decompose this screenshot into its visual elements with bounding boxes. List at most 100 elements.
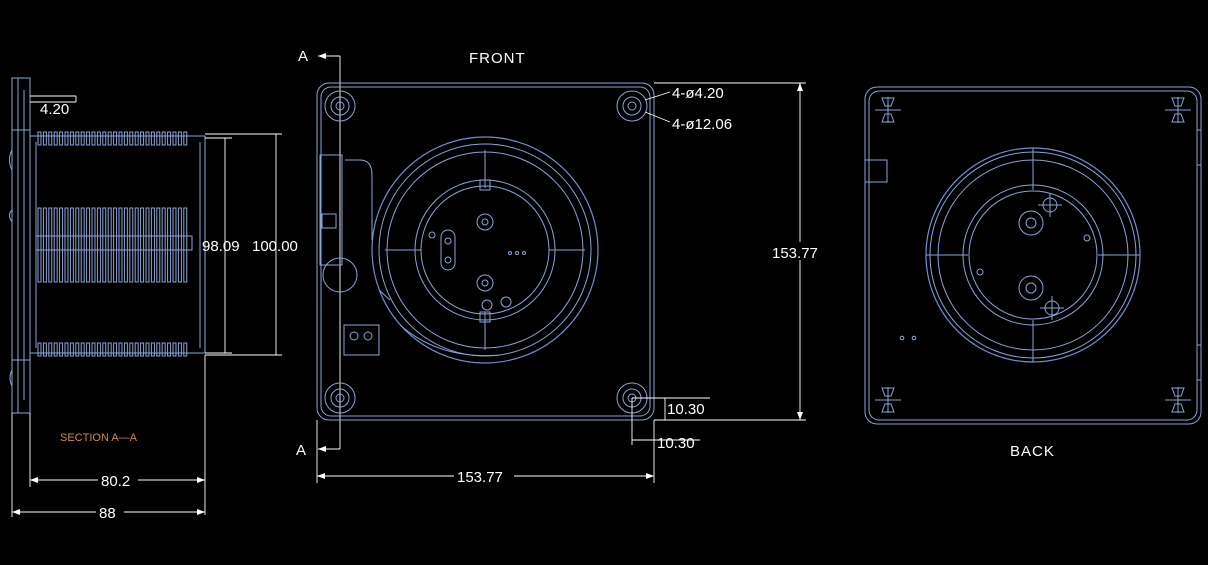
- section-fin: [69, 131, 74, 146]
- section-fin: [59, 207, 64, 283]
- section-fin: [59, 131, 64, 146]
- section-fin: [96, 207, 101, 283]
- section-fin: [107, 131, 112, 146]
- section-fin: [150, 342, 155, 357]
- dim-flange-thickness: 4.20: [40, 101, 69, 118]
- back-fan-ring: [899, 147, 1141, 363]
- section-fin: [53, 207, 58, 283]
- section-fin: [118, 342, 123, 357]
- dim-total-length: 88: [99, 505, 116, 522]
- section-fin: [91, 342, 96, 357]
- section-fin: [86, 342, 91, 357]
- section-fin: [123, 342, 128, 357]
- section-fin: [156, 207, 161, 283]
- dim-section-length: 80.2: [101, 473, 130, 490]
- dim-inner-diameter: 98.09: [202, 238, 240, 255]
- section-fin: [75, 342, 80, 357]
- section-fin: [129, 131, 134, 146]
- section-fin: [53, 342, 58, 357]
- section-fin: [64, 342, 69, 357]
- section-fin: [42, 207, 47, 283]
- section-fin: [91, 207, 96, 283]
- section-fin: [129, 207, 134, 283]
- front-title: FRONT: [469, 50, 526, 67]
- section-marker-top: A: [298, 48, 308, 65]
- section-fin: [48, 131, 53, 146]
- section-fin: [140, 131, 145, 146]
- section-label: SECTION A—A: [60, 432, 138, 444]
- section-fin: [107, 342, 112, 357]
- section-fin: [64, 131, 69, 146]
- section-fin: [140, 342, 145, 357]
- section-fin: [177, 342, 182, 357]
- back-plate: [864, 86, 1202, 425]
- section-fin: [167, 342, 172, 357]
- front-plate: [316, 82, 655, 421]
- section-fin: [177, 131, 182, 146]
- section-fins-top: [37, 131, 188, 146]
- section-fin: [118, 131, 123, 146]
- section-fin: [86, 131, 91, 146]
- section-fin: [183, 342, 188, 357]
- section-fin: [91, 131, 96, 146]
- section-fin: [37, 131, 42, 146]
- section-flange: [11, 77, 31, 414]
- section-fins-bottom: [37, 342, 188, 357]
- section-fin: [53, 131, 58, 146]
- back-view: BACK: [864, 86, 1202, 460]
- section-fin: [96, 131, 101, 146]
- section-fin: [129, 342, 134, 357]
- front-fan-ring: [345, 136, 599, 364]
- section-fin: [113, 131, 118, 146]
- section-fin: [167, 207, 172, 283]
- section-fin: [48, 342, 53, 357]
- section-fin: [69, 342, 74, 357]
- section-fin: [145, 342, 150, 357]
- section-fin: [59, 342, 64, 357]
- section-fin: [86, 207, 91, 283]
- section-marker-bottom: A: [296, 442, 306, 459]
- section-fin: [134, 131, 139, 146]
- section-fin: [172, 342, 177, 357]
- section-fin: [134, 207, 139, 283]
- section-fin: [156, 342, 161, 357]
- section-fin: [183, 207, 188, 283]
- section-fin: [172, 131, 177, 146]
- section-fin: [118, 207, 123, 283]
- section-fin: [123, 207, 128, 283]
- dim-width: 153.77: [457, 469, 503, 486]
- section-fins-middle: [37, 207, 188, 283]
- section-fin: [42, 131, 47, 146]
- section-fin: [156, 131, 161, 146]
- section-fin: [102, 131, 107, 146]
- section-fin: [37, 342, 42, 357]
- dim-hole-offset-x: 10.30: [657, 435, 695, 452]
- section-fin: [167, 131, 172, 146]
- dim-height: 153.77: [772, 245, 818, 262]
- section-fin: [172, 207, 177, 283]
- back-title: BACK: [1010, 443, 1055, 460]
- section-dimensions: 4.20 98.09 100.00 80.2 88 SECTION A—A: [11, 95, 298, 522]
- section-fin: [150, 131, 155, 146]
- section-fin: [96, 342, 101, 357]
- front-side-hardware: [319, 154, 391, 356]
- section-fin: [134, 342, 139, 357]
- section-fin: [102, 207, 107, 283]
- section-fin: [75, 131, 80, 146]
- section-fin: [80, 207, 85, 283]
- section-fin: [48, 207, 53, 283]
- section-fin: [150, 207, 155, 283]
- back-corner-clips: [875, 97, 1191, 413]
- section-fin: [102, 342, 107, 357]
- dim-outer-diameter: 100.00: [252, 238, 298, 255]
- dim-hole-small: 4-ø4.20: [672, 85, 724, 102]
- section-fin: [113, 207, 118, 283]
- section-fin: [177, 207, 182, 283]
- section-fin: [145, 207, 150, 283]
- section-fin: [75, 207, 80, 283]
- section-fin: [107, 207, 112, 283]
- section-fin: [80, 342, 85, 357]
- section-fin: [123, 131, 128, 146]
- section-fin: [140, 207, 145, 283]
- section-fin: [42, 342, 47, 357]
